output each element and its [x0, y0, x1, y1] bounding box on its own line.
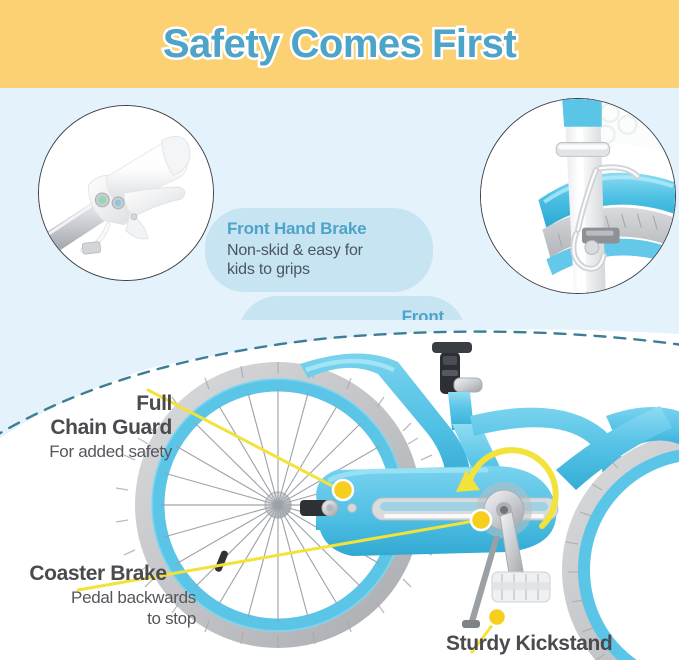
- leader-markers: [331, 478, 508, 628]
- seat-post-assembly: [432, 342, 483, 430]
- callout-full-chain-guard: Full Chain Guard For added safety: [0, 392, 172, 462]
- callout-front-hand-brake: Front Hand Brake Non-skid & easy for kid…: [205, 208, 433, 292]
- page-title: Safety Comes First: [160, 19, 519, 68]
- hand-brake-illustration: [39, 106, 213, 280]
- crank-and-pedal: [456, 447, 559, 603]
- backward-pedal-arrowhead: [456, 470, 480, 492]
- backward-pedal-arrow: [467, 447, 559, 529]
- leader-chain-guard: [146, 388, 342, 492]
- callout-subtitle-line-2: kids to grips: [227, 261, 310, 278]
- callout-title: Front Hand Brake: [227, 219, 367, 238]
- brake-mechanism-illustration: [481, 99, 675, 293]
- callout-title-line-2: Chain Guard: [50, 416, 172, 439]
- down-tube: [556, 406, 672, 490]
- lower-illustration-panel: [0, 320, 679, 660]
- upper-feature-panel: Front Hand Brake Non-skid & easy for kid…: [0, 88, 679, 400]
- callout-sturdy-kickstand: Sturdy Kickstand: [446, 632, 666, 656]
- pedal: [491, 571, 551, 603]
- callout-title-line-1: Full: [136, 392, 172, 415]
- bicycle-illustration: [0, 320, 679, 660]
- callout-subtitle-line-2: to stop: [147, 609, 196, 628]
- front-hand-brake-photo: [38, 105, 214, 281]
- callout-title: Sturdy Kickstand: [446, 632, 613, 655]
- callout-subtitle-line-1: Pedal backwards: [71, 588, 196, 607]
- marker-coaster-brake: [469, 508, 493, 532]
- callout-subtitle-line-1: Non-skid & easy for: [227, 242, 363, 259]
- kickstand: [462, 536, 500, 628]
- front-brake-mechanism-photo: [480, 98, 676, 294]
- callout-subtitle: For added safety: [49, 442, 172, 461]
- marker-kickstand: [486, 606, 508, 628]
- callout-title: Coaster Brake: [29, 562, 167, 585]
- dashed-arc: [0, 330, 679, 435]
- header-band: Safety Comes First: [0, 0, 679, 88]
- marker-chain-guard: [331, 478, 355, 502]
- front-wheel-partial: [562, 433, 679, 660]
- spokes: [161, 388, 395, 622]
- callout-coaster-brake: Coaster Brake Pedal backwards to stop: [0, 562, 196, 629]
- leader-coaster-brake: [76, 518, 482, 592]
